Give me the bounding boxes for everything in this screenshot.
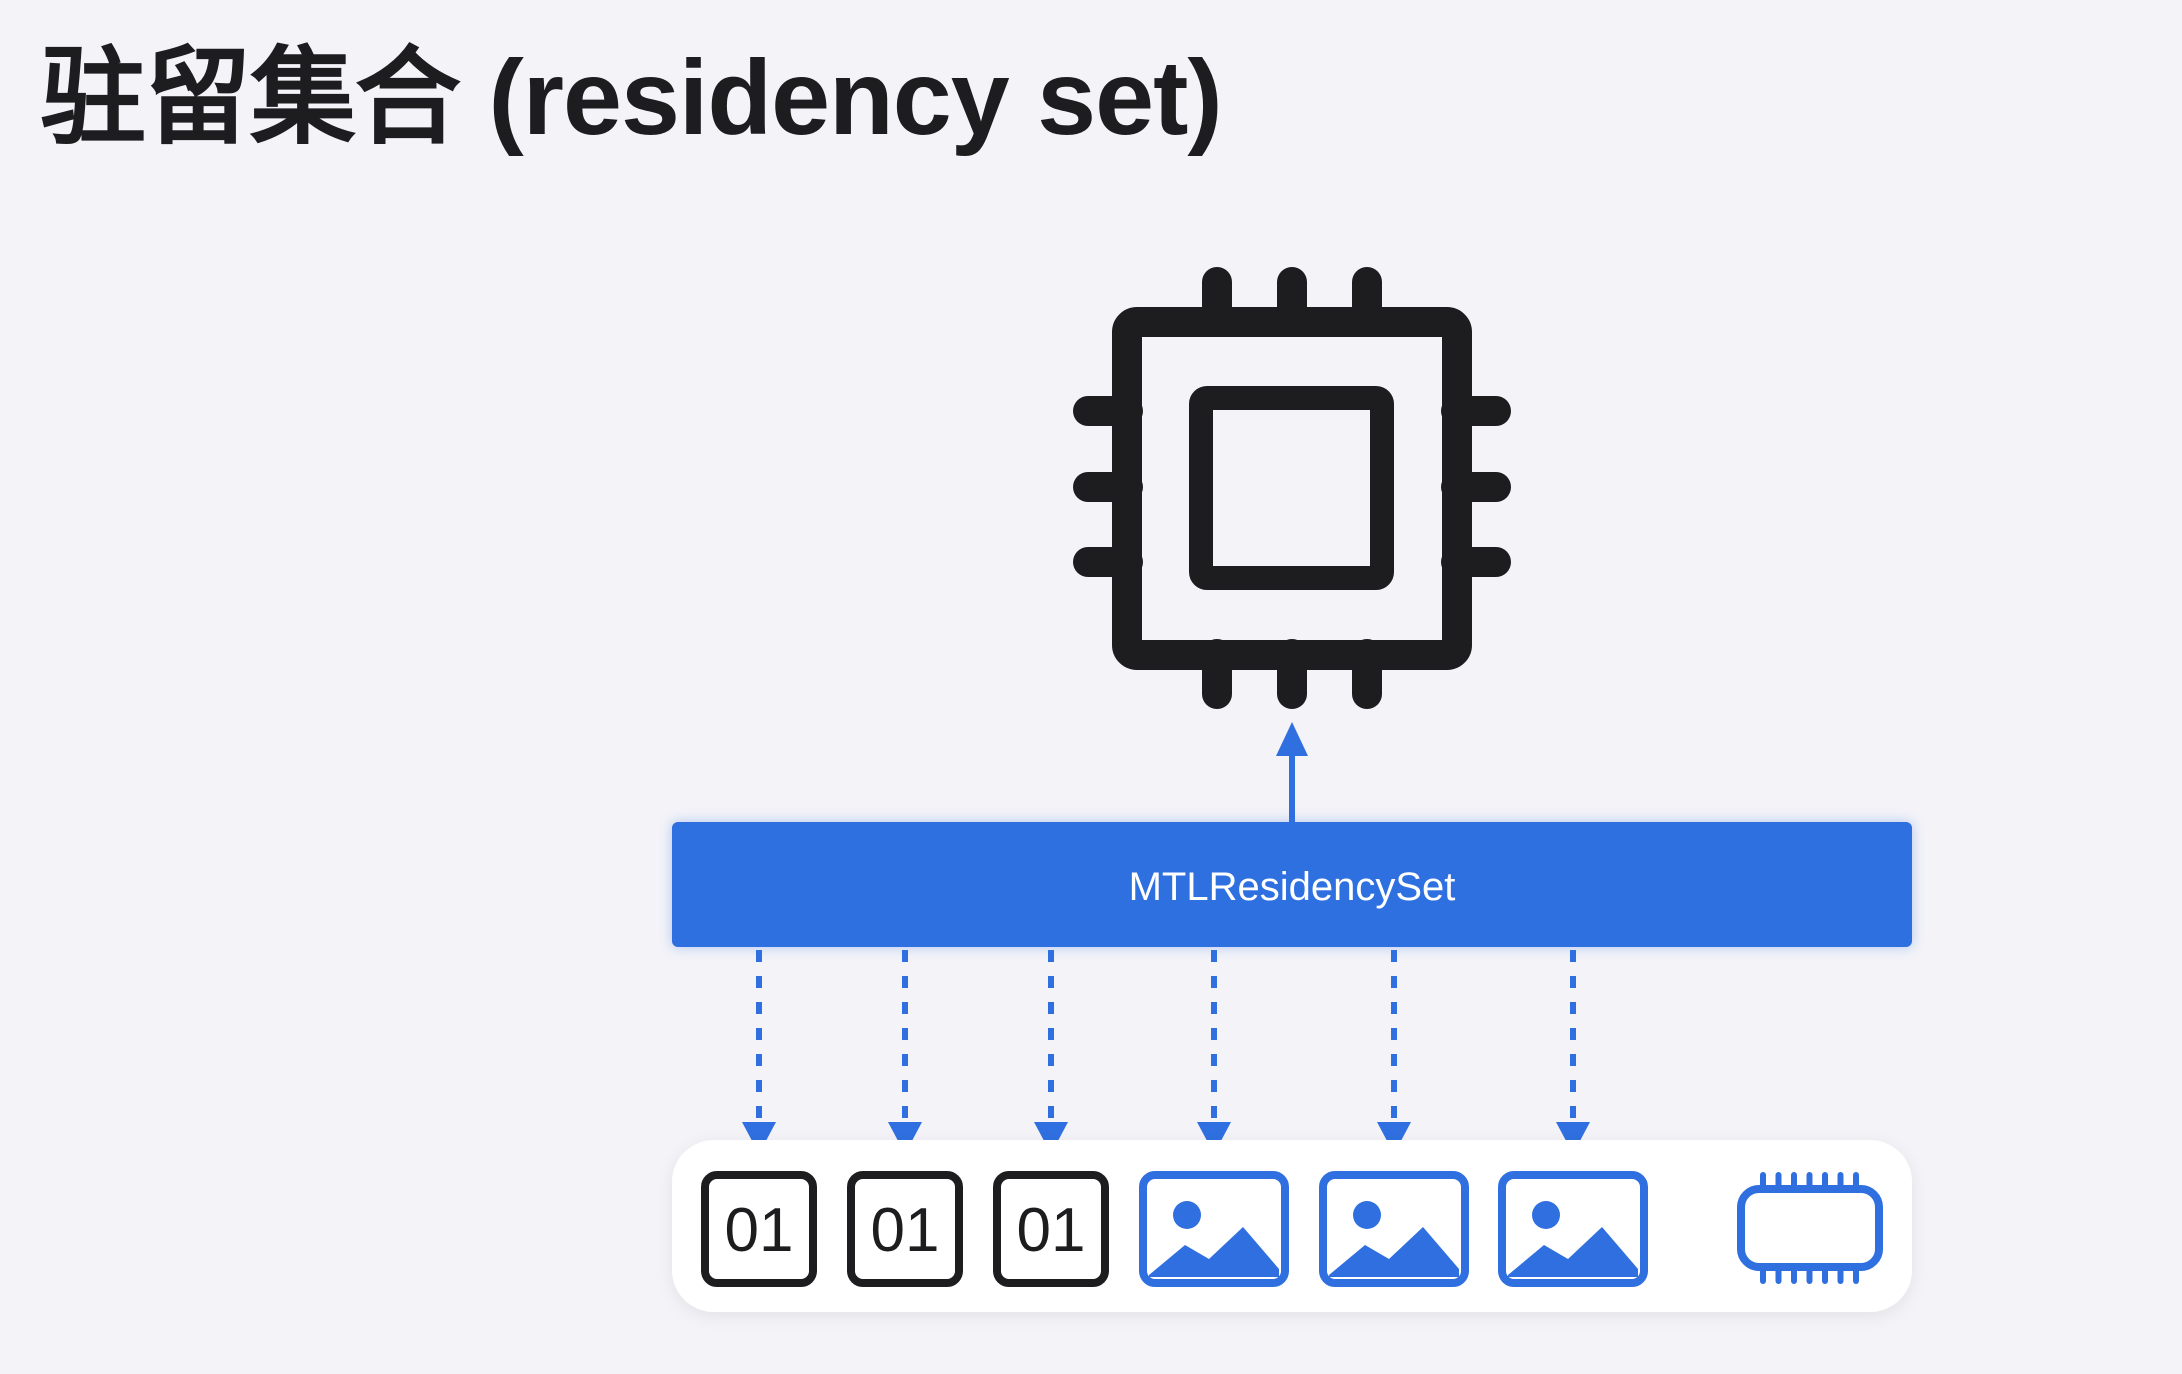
memory-chip-icon <box>1737 1172 1883 1284</box>
dashed-arrows <box>742 950 1590 1154</box>
upward-arrow <box>1276 722 1308 822</box>
image-icon <box>1319 1171 1469 1287</box>
resource-list: 01 01 01 <box>701 1171 1883 1287</box>
slide-title: 驻留集合 (residency set) <box>40 39 1223 157</box>
buffer-label: 01 <box>725 1196 794 1265</box>
dashed-arrow <box>1377 950 1411 1154</box>
buffer-icon: 01 <box>701 1171 817 1287</box>
dashed-arrow <box>888 950 922 1154</box>
buffer-icon: 01 <box>847 1171 963 1287</box>
dashed-arrow <box>1034 950 1068 1154</box>
buffer-icon: 01 <box>993 1171 1109 1287</box>
residency-set-bar: MTLResidencySet <box>672 822 1912 947</box>
dashed-arrow <box>1197 950 1231 1154</box>
gpu-chip-icon <box>1073 267 1511 709</box>
image-icon <box>1498 1171 1648 1287</box>
dashed-arrow <box>1556 950 1590 1154</box>
residency-set-label: MTLResidencySet <box>1129 865 1456 909</box>
buffer-label: 01 <box>871 1196 940 1265</box>
image-icon <box>1139 1171 1289 1287</box>
buffer-label: 01 <box>1017 1196 1086 1265</box>
dashed-arrow <box>742 950 776 1154</box>
